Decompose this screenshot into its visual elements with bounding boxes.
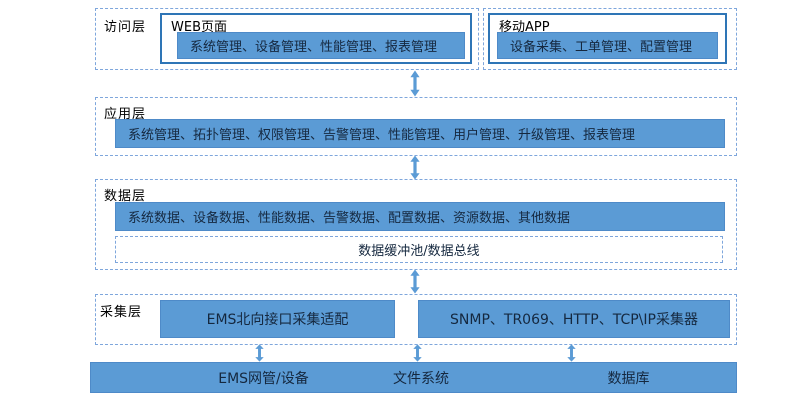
app-layer-modules-bar: 系统管理、拓扑管理、权限管理、告警管理、性能管理、用户管理、升级管理、报表管理 xyxy=(115,119,725,148)
arrow-collect-filesystem xyxy=(412,344,423,362)
ems-adapter-box: EMS北向接口采集适配 xyxy=(160,300,395,338)
access-layer-label: 访问层 xyxy=(104,20,147,35)
mobile-app-title: 移动APP xyxy=(499,20,550,35)
arrow-collect-database xyxy=(566,344,577,362)
resource-database: 数据库 xyxy=(607,370,650,387)
resource-ems-device: EMS网管/设备 xyxy=(218,370,309,387)
web-page-title: WEB页面 xyxy=(171,20,227,35)
arrow-access-app xyxy=(409,70,421,97)
data-layer-modules-bar: 系统数据、设备数据、性能数据、告警数据、配置数据、资源数据、其他数据 xyxy=(115,202,725,231)
web-page-modules-bar: 系统管理、设备管理、性能管理、报表管理 xyxy=(177,32,465,59)
data-layer-label: 数据层 xyxy=(104,189,147,204)
collect-layer-label: 采集层 xyxy=(100,305,143,320)
arrow-app-data xyxy=(409,155,421,180)
app-layer-label: 应用层 xyxy=(104,107,147,122)
arrow-collect-ems-device xyxy=(254,344,265,362)
data-bus-box: 数据缓冲池/数据总线 xyxy=(115,236,723,263)
protocol-collector-box: SNMP、TR069、HTTP、TCP\IP采集器 xyxy=(418,300,730,338)
resources-bar: EMS网管/设备 文件系统 数据库 xyxy=(90,362,737,393)
mobile-app-modules-bar: 设备采集、工单管理、配置管理 xyxy=(497,32,718,59)
resource-filesystem: 文件系统 xyxy=(393,370,449,387)
arrow-data-collect xyxy=(409,269,421,294)
